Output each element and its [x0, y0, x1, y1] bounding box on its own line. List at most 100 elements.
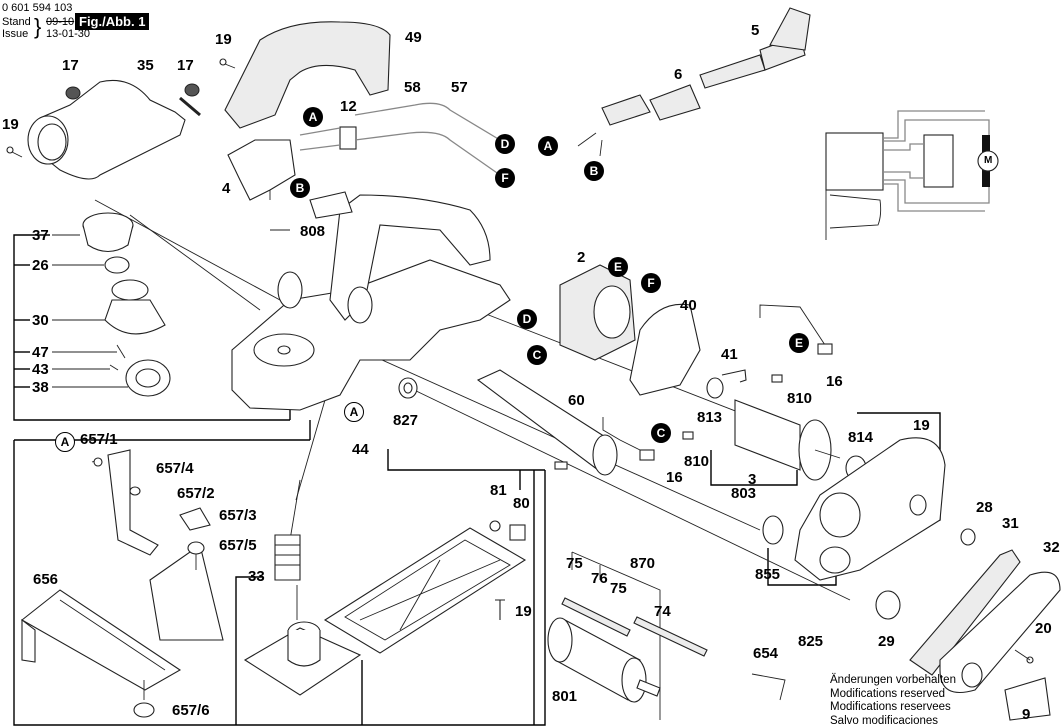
part-35-chip-ejector	[27, 79, 186, 180]
part-label-19-cover: 19	[913, 417, 930, 434]
part-label-16-upper: 16	[826, 373, 843, 390]
callout-c-field: C	[527, 345, 547, 365]
rear-shoe-and-spring	[243, 534, 362, 696]
part-label-29: 29	[878, 633, 895, 650]
power-cord	[577, 7, 811, 157]
bracket-lines	[13, 234, 941, 726]
part-label-656: 656	[33, 571, 59, 588]
part-label-17-left: 17	[62, 57, 79, 74]
part-label-76: 76	[591, 570, 608, 587]
leader-lines	[52, 170, 851, 601]
callout-a-housing: A	[344, 402, 364, 422]
part-label-814: 814	[848, 429, 874, 446]
wiring-schematic	[825, 110, 999, 240]
part-label-813: 813	[697, 409, 723, 426]
part-17-knob	[65, 83, 201, 117]
part-label-74: 74	[654, 603, 671, 620]
field-and-fan	[559, 264, 747, 399]
base-plate	[323, 520, 527, 654]
part-label-57: 57	[451, 79, 468, 96]
depth-adjust-parts	[82, 212, 171, 397]
part-label-17-right: 17	[177, 57, 194, 74]
part-label-44: 44	[352, 441, 369, 458]
modifications-notice: Änderungen vorbehalten Modifications res…	[830, 674, 956, 728]
callout-a-switch: A	[303, 107, 323, 127]
issue-label: Issue	[2, 28, 29, 40]
part-label-41: 41	[721, 346, 738, 363]
callout-d-wire: D	[495, 134, 515, 154]
part-label-657-5: 657/5	[219, 537, 257, 554]
part-label-870: 870	[630, 555, 656, 572]
part-label-19-handle: 19	[215, 31, 232, 48]
part-label-38: 38	[32, 379, 49, 396]
callout-b-switch: B	[290, 178, 310, 198]
part-label-43: 43	[32, 361, 49, 378]
part-label-12: 12	[340, 98, 357, 115]
part-label-26: 26	[32, 257, 49, 274]
part-19-screw	[6, 58, 236, 158]
part-label-855: 855	[755, 566, 781, 583]
part-label-31: 31	[1002, 515, 1019, 532]
part-label-5: 5	[751, 22, 760, 39]
part-label-47: 47	[32, 344, 49, 361]
armature	[398, 377, 867, 481]
callout-e-field: E	[608, 257, 628, 277]
part-label-37: 37	[32, 227, 49, 244]
cutter-drum	[547, 597, 786, 703]
part-49-handle-half	[224, 21, 391, 129]
part-label-81: 81	[490, 482, 507, 499]
note-line-de: Änderungen vorbehalten	[830, 674, 956, 686]
part-label-58: 58	[404, 79, 421, 96]
part-label-810-lower: 810	[684, 453, 710, 470]
part-label-80: 80	[513, 495, 530, 512]
callout-f-field: F	[641, 273, 661, 293]
motor-housing-60	[476, 369, 618, 476]
belt-drive-cover	[762, 437, 1061, 721]
part-label-20: 20	[1035, 620, 1052, 637]
callout-a-cord: A	[538, 136, 558, 156]
part-label-28: 28	[976, 499, 993, 516]
part-label-30: 30	[32, 312, 49, 329]
part-label-60: 60	[568, 392, 585, 409]
part-label-657-2: 657/2	[177, 485, 215, 502]
part-label-33: 33	[248, 568, 265, 585]
motor-symbol-label: M	[984, 155, 993, 166]
part-label-801: 801	[552, 688, 578, 705]
note-line-en: Modifications reserved	[830, 687, 946, 700]
part-label-657-3: 657/3	[219, 507, 257, 524]
part-label-657-6: 657/6	[172, 702, 210, 719]
parallel-fence	[21, 449, 224, 718]
callout-d-field: D	[517, 309, 537, 329]
part-label-827: 827	[393, 412, 419, 429]
part-label-19-base: 19	[515, 603, 532, 620]
figure-label: Fig./Abb. 1	[75, 13, 150, 30]
part-label-6: 6	[674, 66, 683, 83]
brace-icon: }	[34, 14, 42, 39]
part-label-40: 40	[680, 297, 697, 314]
part-label-32: 32	[1043, 539, 1060, 556]
part-label-9: 9	[1022, 706, 1031, 723]
part-label-654: 654	[753, 645, 779, 662]
callout-a-fence: A	[55, 432, 75, 452]
note-line-fr: Modifications reservees	[830, 701, 951, 713]
part-label-19-chute: 19	[2, 116, 19, 133]
note-line-es: Salvo modificaciones	[830, 714, 939, 727]
part-label-49: 49	[405, 29, 422, 46]
part-label-803: 803	[731, 485, 757, 502]
document-number: 0 601 594 103	[2, 2, 73, 14]
planer-housing	[231, 191, 511, 411]
part-label-35: 35	[137, 57, 154, 74]
part-label-808: 808	[300, 223, 326, 240]
stand-label: Stand	[2, 16, 31, 28]
switch-assembly	[227, 102, 501, 201]
part-label-825: 825	[798, 633, 824, 650]
brush-holders	[602, 304, 833, 461]
part-label-2: 2	[577, 249, 586, 266]
callout-c-brush: C	[651, 423, 671, 443]
callout-f-wire: F	[495, 168, 515, 188]
callout-b-cord: B	[584, 161, 604, 181]
part-label-3: 3	[748, 471, 757, 488]
issue-date: 13-01-30	[46, 28, 91, 40]
part-label-810-upper: 810	[787, 390, 813, 407]
